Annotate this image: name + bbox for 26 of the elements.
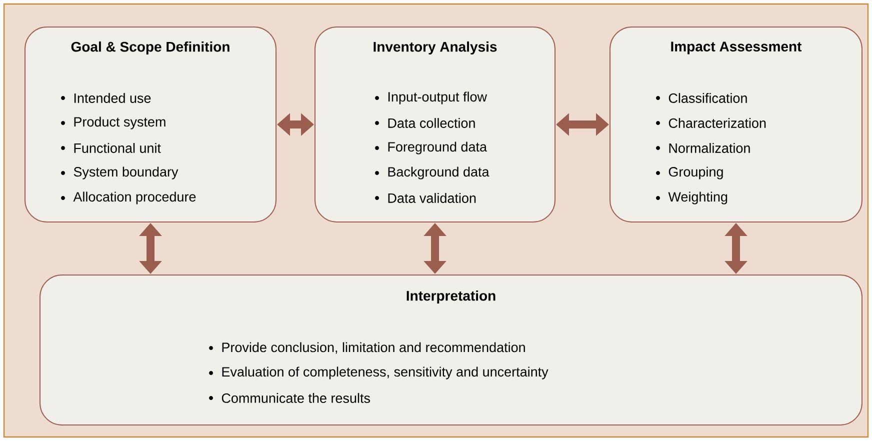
box-heading: Inventory Analysis bbox=[374, 41, 497, 54]
bullet-item: Background data bbox=[375, 166, 490, 180]
bullet-item: Communicate the results bbox=[209, 393, 370, 403]
stage-box bbox=[40, 274, 862, 426]
bullet-item: Product system bbox=[61, 116, 166, 130]
stage-box bbox=[314, 26, 556, 222]
bullet-item: Classification bbox=[656, 93, 747, 103]
bullet-item: Characterization bbox=[656, 118, 766, 128]
bullet-item: Weighting bbox=[656, 192, 728, 204]
bullet-item: Foreground data bbox=[375, 142, 487, 154]
bullet-item: Evaluation of completeness, sensitivity and uncertainty bbox=[209, 366, 548, 380]
bullet-item: Data validation bbox=[375, 193, 476, 203]
box-heading: Impact Assessment bbox=[671, 42, 802, 54]
bullet-item: Grouping bbox=[656, 166, 723, 180]
stage-box bbox=[610, 26, 862, 222]
bullet-item: Provide conclusion, limitation and recommendation bbox=[209, 342, 525, 354]
bullet-item: Normalization bbox=[656, 143, 750, 153]
bullet-item: System boundary bbox=[61, 166, 178, 180]
stage-box bbox=[24, 26, 276, 222]
box-heading: Interpretation bbox=[406, 290, 496, 304]
bullet-item: Allocation procedure bbox=[61, 192, 196, 204]
bullet-item: Data collection bbox=[375, 118, 475, 128]
bullet-item: Functional unit bbox=[61, 143, 161, 153]
bullet-item: Intended use bbox=[61, 93, 151, 103]
box-heading: Goal & Scope Definition bbox=[71, 41, 230, 54]
bullet-item: Input-output flow bbox=[375, 92, 488, 104]
